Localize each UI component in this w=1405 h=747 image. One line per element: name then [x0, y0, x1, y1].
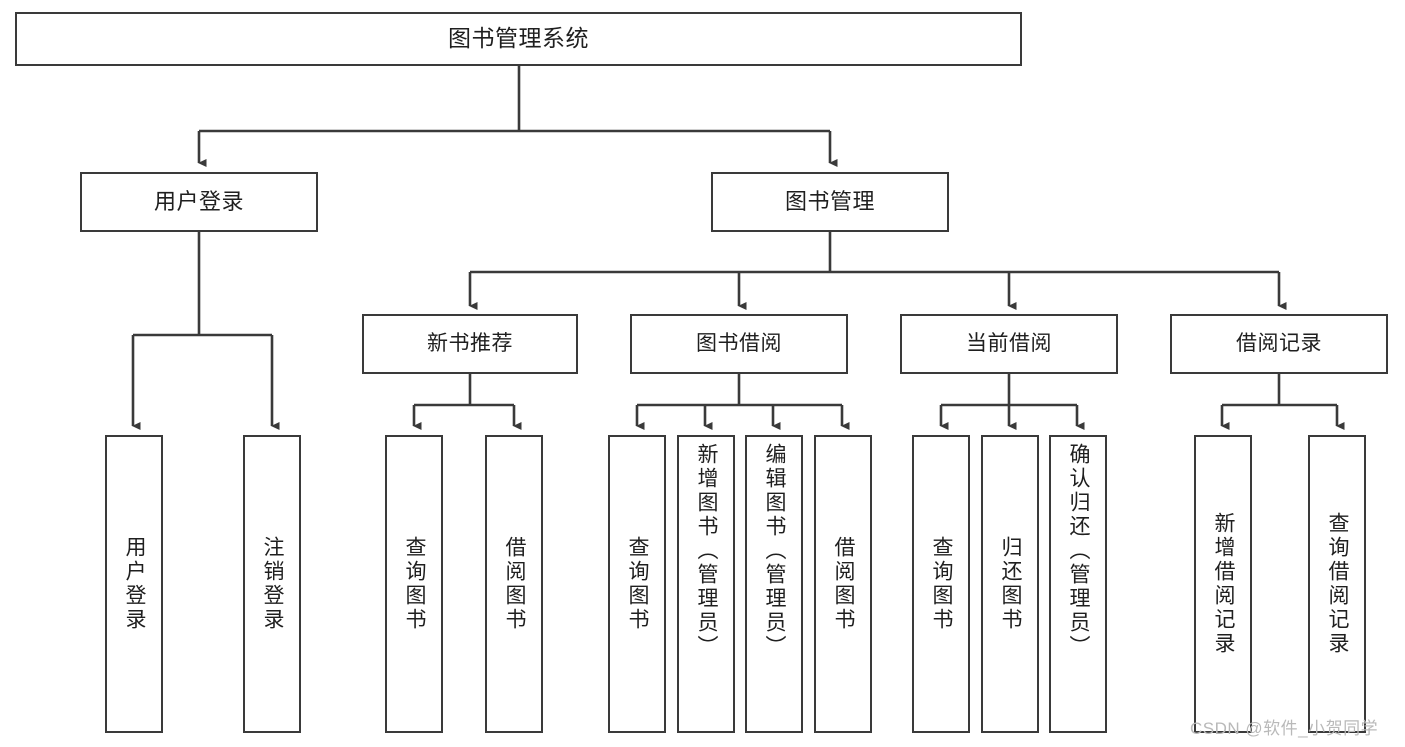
- leaf-borrow-add-book-admin[interactable]: 新增图书（管理员）: [677, 435, 735, 733]
- leaf-recommend-borrow-book[interactable]: 借阅图书: [485, 435, 543, 733]
- node-new-book-recommend[interactable]: 新书推荐: [362, 314, 578, 374]
- leaf-current-confirm-return-admin[interactable]: 确认归还（管理员）: [1049, 435, 1107, 733]
- node-label: 图书借阅: [696, 331, 782, 355]
- leaf-record-query-record[interactable]: 查询借阅记录: [1308, 435, 1366, 733]
- node-label: 图书管理系统: [448, 25, 589, 52]
- node-label: 新书推荐: [427, 331, 513, 355]
- node-label: 借阅图书: [832, 536, 856, 632]
- leaf-current-return-book[interactable]: 归还图书: [981, 435, 1039, 733]
- leaf-recommend-query-book[interactable]: 查询图书: [385, 435, 443, 733]
- node-label: 新增图书（管理员）: [695, 443, 719, 659]
- node-label: 编辑图书（管理员）: [763, 443, 787, 659]
- leaf-record-add-record[interactable]: 新增借阅记录: [1194, 435, 1252, 733]
- node-borrow-record[interactable]: 借阅记录: [1170, 314, 1388, 374]
- node-label: 查询图书: [930, 536, 954, 632]
- node-label: 当前借阅: [966, 331, 1052, 355]
- leaf-user-login-logout[interactable]: 注销登录: [243, 435, 301, 733]
- node-label: 借阅记录: [1236, 331, 1322, 355]
- csdn-watermark: CSDN @软件_小贺同学: [1190, 719, 1379, 738]
- leaf-user-login-login[interactable]: 用户登录: [105, 435, 163, 733]
- node-label: 查询图书: [626, 536, 650, 632]
- node-book-management-system[interactable]: 图书管理系统: [15, 12, 1022, 66]
- node-label: 确认归还（管理员）: [1067, 443, 1091, 659]
- node-label: 注销登录: [261, 536, 285, 632]
- node-label: 查询图书: [403, 536, 427, 632]
- leaf-borrow-edit-book-admin[interactable]: 编辑图书（管理员）: [745, 435, 803, 733]
- node-label: 用户登录: [153, 189, 244, 215]
- node-book-borrow[interactable]: 图书借阅: [630, 314, 848, 374]
- leaf-borrow-query-book[interactable]: 查询图书: [608, 435, 666, 733]
- node-label: 借阅图书: [503, 536, 527, 632]
- leaf-borrow-borrow-book[interactable]: 借阅图书: [814, 435, 872, 733]
- node-current-borrow[interactable]: 当前借阅: [900, 314, 1118, 374]
- node-book-management[interactable]: 图书管理: [711, 172, 949, 232]
- node-label: 图书管理: [784, 189, 875, 215]
- node-user-login[interactable]: 用户登录: [80, 172, 318, 232]
- node-label: 用户登录: [123, 536, 147, 632]
- leaf-current-query-book[interactable]: 查询图书: [912, 435, 970, 733]
- node-label: 新增借阅记录: [1212, 512, 1236, 656]
- node-label: 归还图书: [999, 536, 1023, 632]
- node-label: 查询借阅记录: [1326, 512, 1350, 656]
